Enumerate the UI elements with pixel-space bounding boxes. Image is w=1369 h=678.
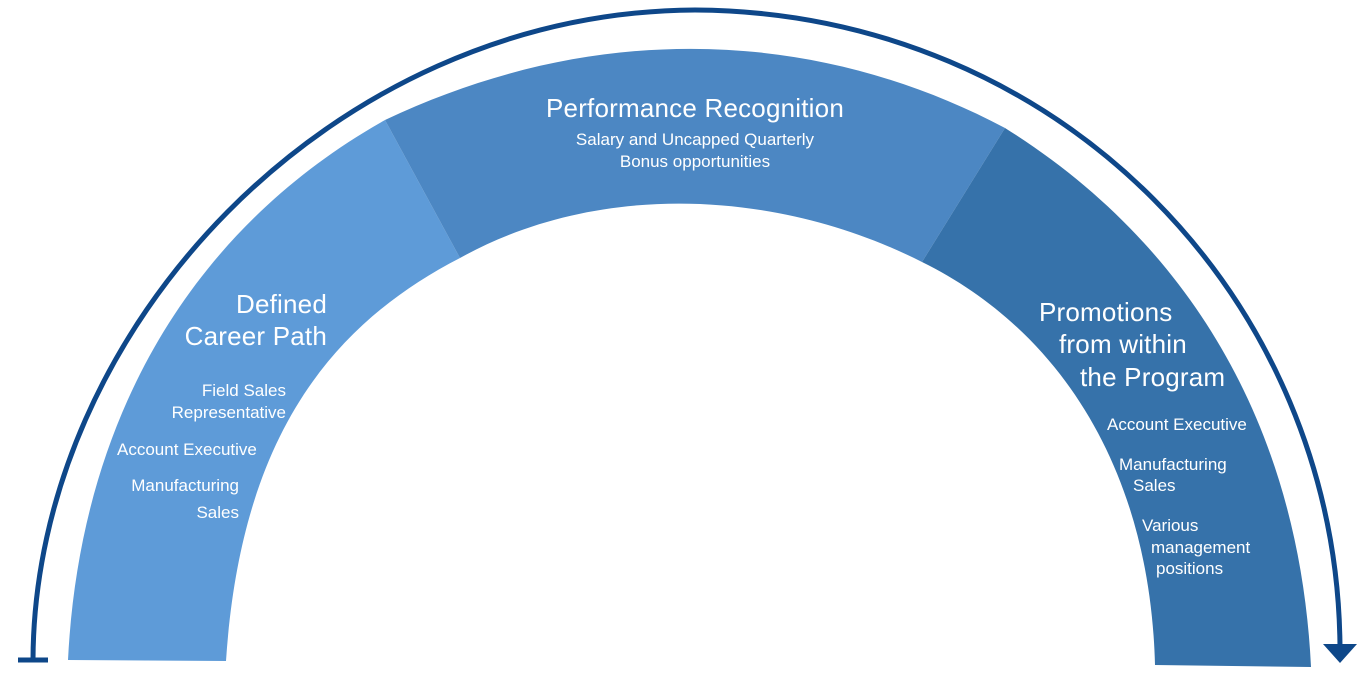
right-item-account-executive: Account Executive: [1107, 415, 1247, 434]
right-item-various-line-1: Various: [1142, 516, 1199, 535]
right-item-various-line-2: management: [1151, 538, 1251, 557]
performance-recognition-subtitle-line-1: Salary and Uncapped Quarterly: [575, 130, 815, 149]
left-item-field-sales-line-1: Field Sales: [201, 381, 286, 400]
performance-recognition-subtitle-line-2: Bonus opportunities: [619, 152, 771, 171]
segment-promotions: [922, 128, 1311, 667]
defined-career-path-title-line-1: Defined: [235, 289, 327, 319]
promotions-title-line-3: the Program: [1080, 362, 1226, 392]
progress-arrow-arc: [30, 7, 1343, 661]
defined-career-path-title-line-2: Career Path: [184, 321, 327, 351]
segment-performance-recognition: [385, 48, 1005, 263]
segment-defined-career-path: [68, 120, 460, 661]
right-item-manufacturing-line-1: Manufacturing: [1119, 455, 1227, 474]
arrowhead-down-icon: [1323, 644, 1357, 663]
promotions-title-line-1: Promotions: [1039, 297, 1173, 327]
left-item-account-executive: Account Executive: [117, 440, 257, 459]
promotions-title-line-2: from within: [1059, 329, 1187, 359]
left-item-sales: Sales: [196, 503, 239, 522]
left-item-manufacturing: Manufacturing: [131, 476, 239, 495]
right-item-various-line-3: positions: [1156, 559, 1224, 578]
performance-recognition-title: Performance Recognition: [546, 93, 844, 123]
left-item-field-sales-line-2: Representative: [171, 403, 286, 422]
right-item-manufacturing-line-2: Sales: [1133, 476, 1176, 495]
